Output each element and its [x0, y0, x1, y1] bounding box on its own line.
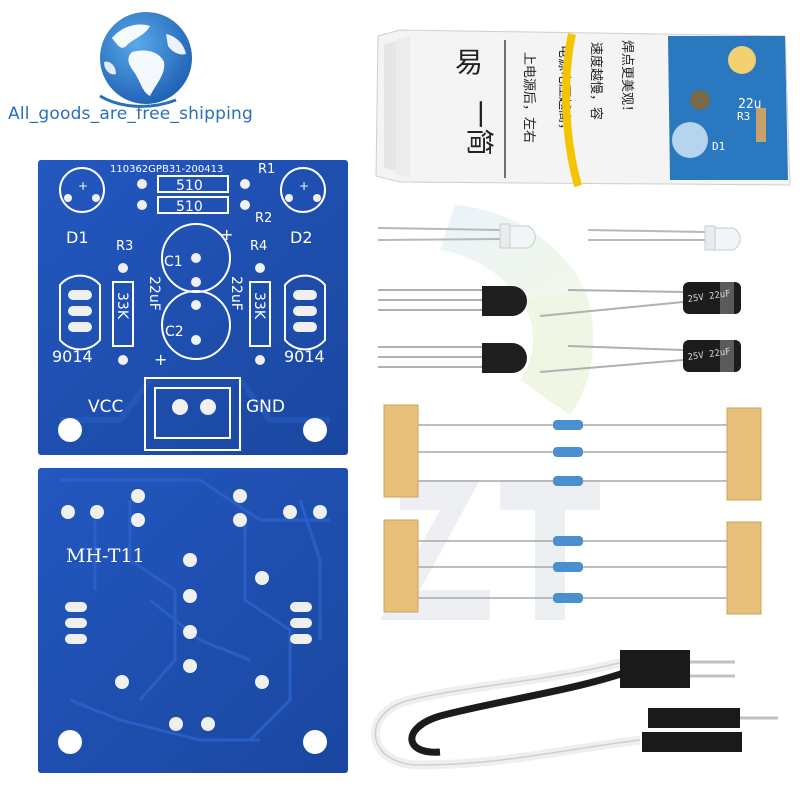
led-right [587, 225, 741, 251]
r2-label: R2 [255, 211, 272, 226]
manual-title-col1: 易 [455, 46, 483, 79]
manual-line-1: 上电源后，左右 [521, 52, 536, 143]
c2-plus: + [154, 350, 167, 369]
capacitor-1: 25V 22uF [539, 282, 741, 317]
q2-label: 9014 [284, 347, 325, 366]
r1-label: R1 [258, 162, 275, 177]
photo-d1-label: D1 [712, 140, 725, 153]
photo-r3-label: R3 [737, 110, 750, 123]
d1-label: D1 [66, 228, 89, 247]
r2-value: 510 [176, 199, 203, 215]
d1-plus: + [78, 179, 88, 193]
gnd-label: GND [246, 397, 285, 417]
jumper-wire [370, 650, 778, 770]
resistor-strip-bottom [383, 519, 762, 615]
pcb-serial: 110362GPB31-200413 [110, 164, 223, 175]
photo-22u-label: 22u [738, 97, 761, 112]
instruction-manual: 易 一简 上电源后，左右 电源电压越高， 速度越慢，容 焊点更美观！ R3 22… [375, 29, 791, 188]
d2-plus: + [299, 179, 309, 193]
manual-line-3: 速度越慢，容 [588, 42, 604, 120]
manual-line-4: 焊点更美观！ [619, 40, 635, 118]
transistor-1 [378, 286, 527, 316]
capacitor-2: 25V 22uF [539, 340, 741, 373]
c1-label: C1 [164, 254, 183, 270]
r4-value: 33K [251, 292, 267, 320]
c1-value: 22uF [146, 276, 162, 311]
led-left [377, 223, 536, 249]
resistor-strip-top [383, 404, 762, 501]
globe-icon [99, 12, 192, 108]
q1-label: 9014 [52, 347, 93, 366]
manual-title-col2: 一简 [463, 100, 496, 156]
pcb-bottom-board: MH-T11 [38, 468, 348, 773]
c2-label: C2 [165, 324, 184, 340]
d2-label: D2 [290, 228, 313, 247]
c2-value: 22uF [228, 276, 244, 311]
r3-value: 33K [114, 292, 130, 320]
r1-value: 510 [176, 178, 203, 194]
c1-plus: + [220, 225, 233, 244]
pcb-top-board: 110362GPB31-200413 R1 510 510 R2 + D1 + … [38, 160, 348, 455]
vcc-label: VCC [88, 397, 123, 417]
transistor-2 [378, 343, 527, 373]
slogan-text: All_goods_are_free_shipping [8, 104, 253, 124]
r3-label: R3 [116, 239, 133, 254]
pcb-model-label: MH-T11 [66, 545, 145, 567]
r4-label: R4 [250, 239, 267, 254]
